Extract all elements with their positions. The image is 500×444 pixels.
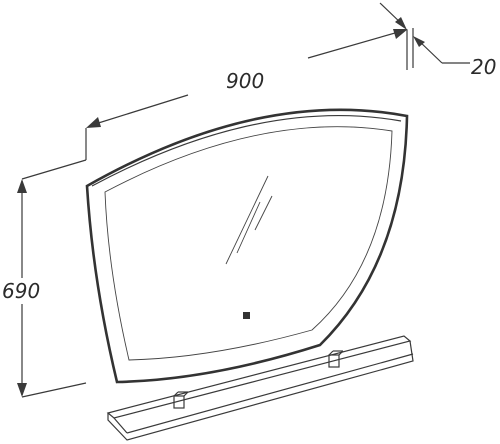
height-extension-line-bottom xyxy=(21,382,87,398)
width-dimension-line-right xyxy=(307,30,403,59)
touch-sensor-icon xyxy=(243,312,250,319)
shelf-bracket-left xyxy=(173,391,189,409)
mirror-outer-frame xyxy=(85,108,409,384)
height-label: 690 xyxy=(2,279,40,303)
mirror-edge-top xyxy=(91,114,402,187)
width-dimension: 900 xyxy=(21,29,408,180)
glare-lines-icon xyxy=(225,175,273,265)
depth-label: 20 xyxy=(471,55,496,79)
height-dimension: 690 xyxy=(0,179,87,398)
glass-shelf xyxy=(106,335,414,441)
mirror xyxy=(85,108,409,384)
width-arrow-left xyxy=(86,117,101,128)
shelf-bracket-right xyxy=(328,350,344,368)
height-arrow-top xyxy=(17,179,27,193)
width-extension-line-left xyxy=(21,159,87,180)
shelf-top-face xyxy=(106,335,412,419)
width-dimension-line-left xyxy=(91,94,189,126)
mirror-inner-glass xyxy=(104,126,393,361)
depth-dimension: 20 xyxy=(379,2,496,79)
width-arrow-right xyxy=(393,29,408,39)
depth-arrow-top xyxy=(395,17,407,30)
height-arrow-bottom xyxy=(17,383,27,397)
width-label: 900 xyxy=(226,69,264,93)
shelf-edge-left xyxy=(113,417,128,434)
height-label-backdrop xyxy=(0,278,44,304)
depth-arrow-bottom xyxy=(413,36,425,47)
shelf-edge-front xyxy=(126,353,414,434)
